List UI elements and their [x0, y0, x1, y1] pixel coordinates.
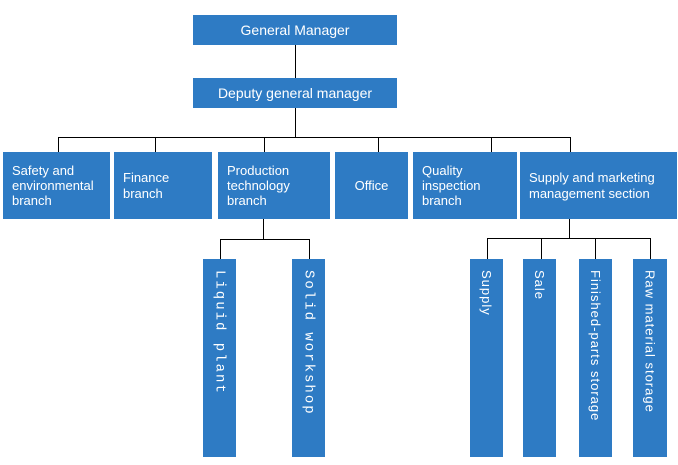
connector-stub-sale — [541, 238, 542, 259]
connector-stub-finance — [155, 137, 156, 152]
node-supply: Supply — [470, 259, 503, 457]
node-finished-parts-storage: Finished-parts storage — [579, 259, 612, 457]
node-general-manager: General Manager — [193, 15, 397, 45]
supply-label: Supply — [479, 270, 494, 316]
connector-supply-riser — [569, 219, 570, 238]
connector-stub-safety — [58, 137, 59, 152]
connector-stub-supply-section — [570, 137, 571, 152]
sale-label: Sale — [532, 270, 547, 301]
connector-production-bus — [220, 239, 310, 240]
node-production-technology-branch: Production technology branch — [218, 152, 330, 219]
node-sale: Sale — [523, 259, 556, 457]
connector-stub-quality — [491, 137, 492, 152]
connector-stub-office — [378, 137, 379, 152]
node-safety-environmental-branch: Safety and environmental branch — [3, 152, 110, 219]
node-finance-branch: Finance branch — [114, 152, 212, 219]
node-office: Office — [335, 152, 408, 219]
connector-stub-supply — [487, 238, 488, 259]
node-liquid-plant: Liquid plant — [203, 259, 236, 457]
finished-parts-storage-label: Finished-parts storage — [588, 270, 603, 422]
connector-production-riser — [263, 219, 264, 239]
connector-deputy-riser — [295, 108, 296, 137]
connector-supply-bus — [487, 238, 651, 239]
node-supply-marketing-management-section: Supply and marketing management section — [520, 152, 677, 219]
connector-branch-bus — [58, 137, 571, 138]
connector-stub-raw-material — [650, 238, 651, 259]
node-quality-inspection-branch: Quality inspection branch — [413, 152, 517, 219]
node-deputy-general-manager: Deputy general manager — [193, 78, 397, 108]
raw-material-storage-label: Raw material storage — [642, 270, 658, 413]
connector-stub-liquid-plant — [220, 239, 221, 259]
solid-workshop-label: Solid workshop — [300, 270, 317, 416]
connector-stub-solid-workshop — [309, 239, 310, 259]
connector-stub-production — [264, 137, 265, 152]
liquid-plant-label: Liquid plant — [211, 270, 228, 395]
node-raw-material-storage: Raw material storage — [633, 259, 667, 457]
node-solid-workshop: Solid workshop — [292, 259, 325, 457]
connector-gm-to-deputy — [295, 45, 296, 78]
connector-stub-finished-parts — [595, 238, 596, 259]
